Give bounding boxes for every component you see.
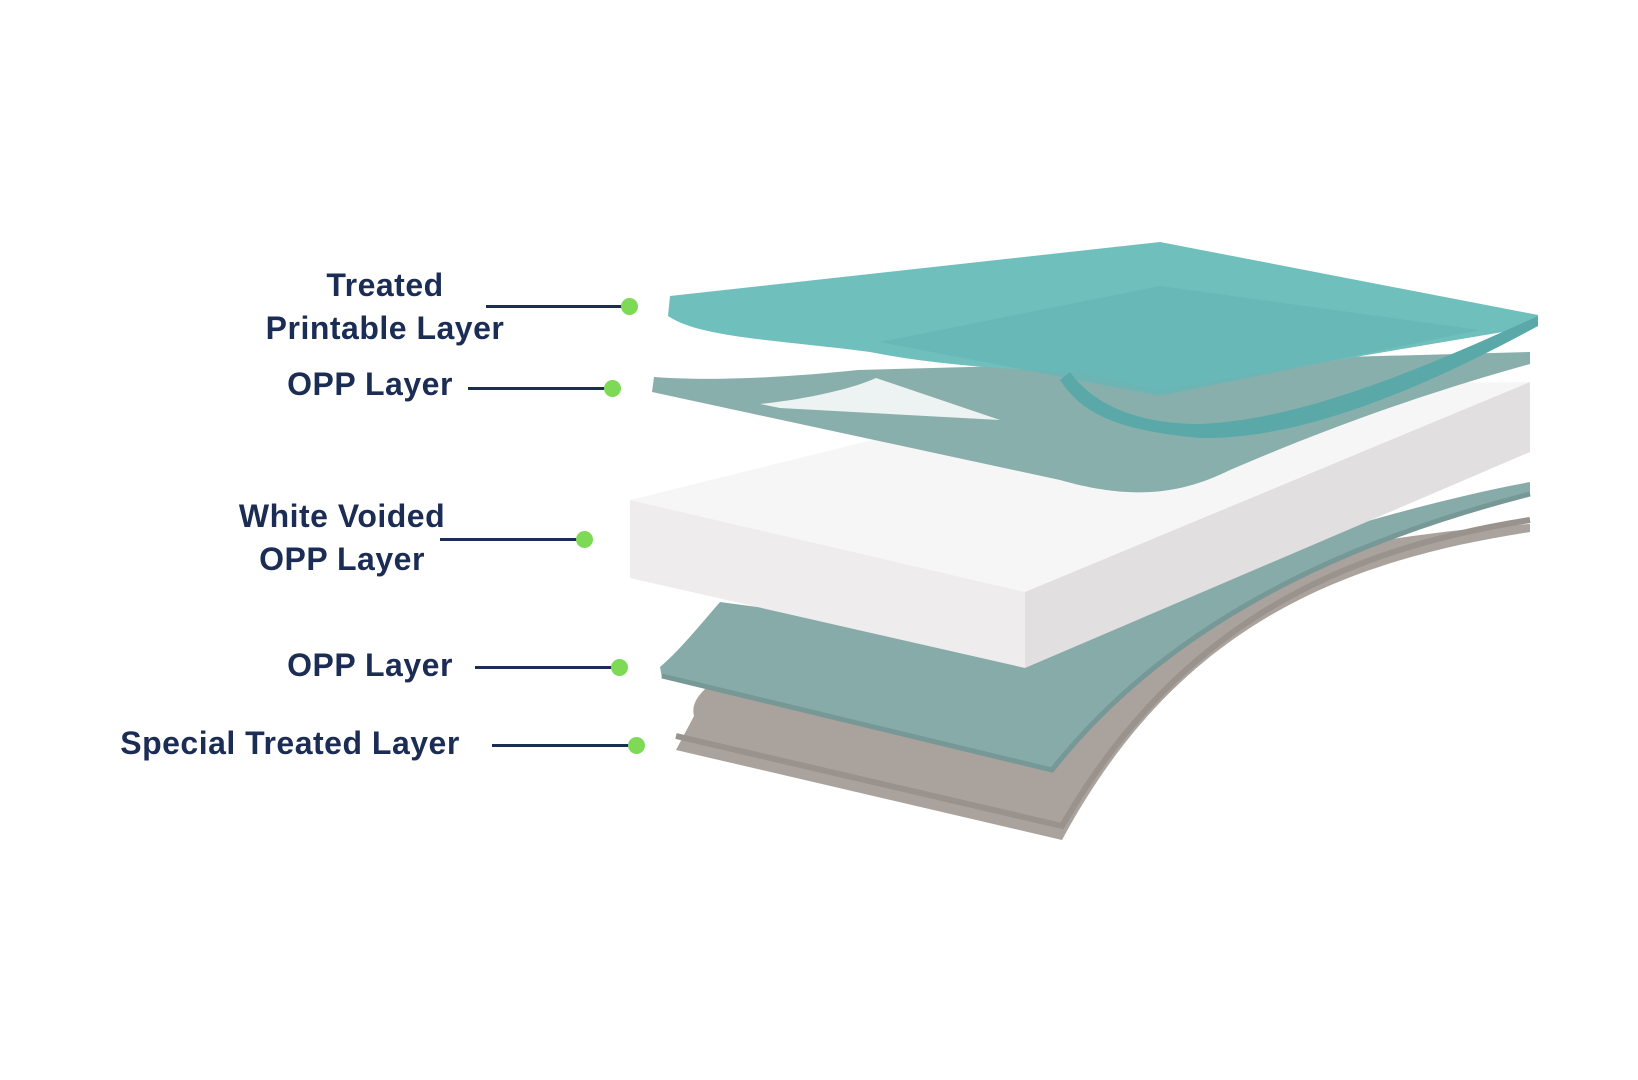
marker-dot-special-treated	[628, 737, 645, 754]
label-white-voided-line-1: White Voided	[238, 498, 446, 534]
leader-line-white-voided	[440, 538, 582, 541]
leader-line-treated-printable	[486, 305, 626, 308]
label-treated-printable-line-2: Printable Layer	[265, 310, 505, 346]
label-treated-printable-layer: Treated Printable Layer	[250, 264, 520, 350]
marker-dot-treated-printable	[621, 298, 638, 315]
treated-printable-layer-highlight	[880, 286, 1480, 396]
label-white-voided-opp-layer: White Voided OPP Layer	[222, 495, 462, 581]
leader-line-special-treated	[492, 744, 634, 747]
special-treated-layer-edge	[675, 517, 1531, 830]
white-voided-layer-side	[1025, 382, 1530, 668]
label-opp-top-line-1: OPP Layer	[287, 366, 453, 402]
white-voided-layer-front	[630, 500, 1025, 668]
leader-line-opp-bottom	[475, 666, 617, 669]
opp-bottom-layer-edge	[661, 491, 1531, 773]
label-treated-printable-line-1: Treated	[326, 267, 444, 303]
marker-dot-opp-top	[604, 380, 621, 397]
label-opp-layer-top: OPP Layer	[270, 363, 470, 406]
treated-printable-layer-curl	[1060, 316, 1538, 439]
label-opp-bottom-line-1: OPP Layer	[287, 647, 453, 683]
label-white-voided-line-2: OPP Layer	[259, 541, 425, 577]
opp-top-layer-curl	[760, 378, 1000, 420]
label-special-treated-line-1: Special Treated Layer	[120, 725, 460, 761]
label-opp-layer-bottom: OPP Layer	[270, 644, 470, 687]
marker-dot-opp-bottom	[611, 659, 628, 676]
leader-line-opp-top	[468, 387, 610, 390]
marker-dot-white-voided	[576, 531, 593, 548]
label-special-treated-layer: Special Treated Layer	[110, 722, 470, 765]
